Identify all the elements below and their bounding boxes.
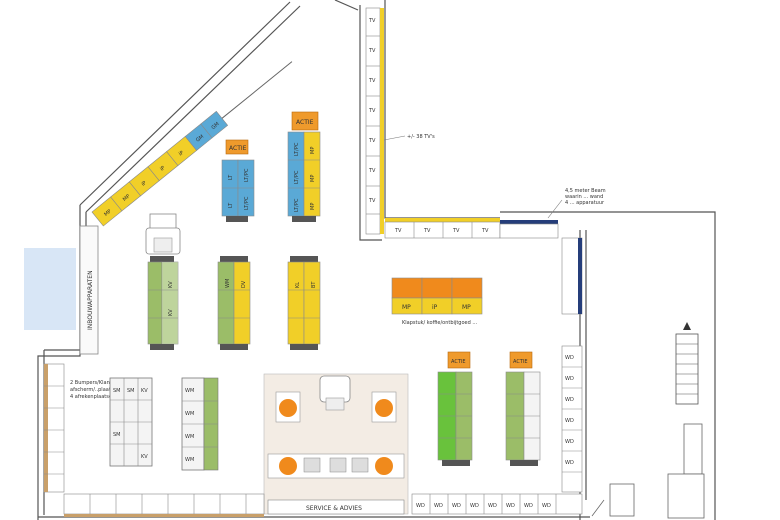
- g2-label-1: WM: [225, 279, 231, 288]
- sm-1: SM: [113, 388, 121, 394]
- g1-label-1: KV: [168, 281, 174, 288]
- diag-label-6: GM: [195, 134, 205, 144]
- diag-label-7: GM: [210, 121, 220, 131]
- green-gondola-2: WM DV: [217, 256, 251, 350]
- sm-2: SM: [127, 388, 135, 394]
- tv-label-7: TV: [368, 198, 376, 204]
- horizontal-tv-wall: TV TV TV TV: [384, 218, 583, 315]
- wd-bottom-5: WD: [488, 503, 497, 509]
- tv-label-4: TV: [368, 108, 376, 114]
- wd-col-5: WD: [565, 439, 574, 445]
- htv-label-4: TV: [481, 228, 489, 234]
- by-lt-1: LT/PC: [294, 142, 300, 156]
- htv-label-1: TV: [394, 228, 402, 234]
- blue-yellow-gondola: ACTIE LT/PC LT/PC LT/PC MP MP MP: [287, 111, 321, 222]
- by-lt-3: LT/PC: [294, 198, 300, 212]
- wm-1: WM: [185, 388, 194, 394]
- blue-lt-3: LT: [228, 202, 234, 208]
- htv-label-3: TV: [452, 228, 460, 234]
- tv-label-1: TV: [368, 18, 376, 24]
- wd-column: WD WD WD WD WD WD: [561, 345, 583, 493]
- bottom-right-fixtures: [591, 423, 705, 519]
- bottom-wall-shelf: WD WD WD WD WD WD WD WD: [63, 493, 583, 517]
- tv-note: +/- 38 TV's: [407, 134, 435, 140]
- orange-label-1: MP: [402, 304, 411, 311]
- blue-gondola: ACTIE LT LT/PC LT LT/PC: [221, 139, 255, 222]
- blue-lt-4: LT/PC: [244, 196, 250, 210]
- bright-green-gondola-1: ACTIE: [437, 351, 473, 466]
- beam-note-3: 4 ... apparatuur: [565, 200, 605, 206]
- wd-bottom-4: WD: [470, 503, 479, 509]
- sm-5: KV: [141, 454, 148, 460]
- tv-label-5: TV: [368, 138, 376, 144]
- diag-label-3: iP: [141, 180, 148, 187]
- beam-note-1: 4,5 meter Beam: [565, 188, 606, 194]
- actie-label-by: ACTIE: [296, 119, 314, 126]
- y-label-2: BT: [311, 281, 317, 288]
- tv-note-leader: [383, 135, 406, 141]
- checkout-note-3: 4 afrekenplaatsen: [70, 394, 115, 400]
- diag-label-1: MP: [103, 209, 112, 218]
- wd-bottom-8: WD: [542, 503, 551, 509]
- diag-label-5: iP: [178, 150, 185, 157]
- wd-bottom-7: WD: [524, 503, 533, 509]
- wd-col-3: WD: [565, 397, 574, 403]
- sm-block: SM SM KV SM KV: [109, 377, 153, 467]
- by-mp-2: MP: [310, 175, 316, 182]
- orange-label-2: iP: [432, 304, 438, 311]
- service-zone: SERVICE & ADVIES: [263, 373, 409, 515]
- wd-bottom-3: WD: [452, 503, 461, 509]
- tv-label-3: TV: [368, 78, 376, 84]
- actie-label-g2: ACTIE: [513, 359, 528, 365]
- tv-label-6: TV: [368, 168, 376, 174]
- front-note: Klapstuk/ koffie/ontbijtgoed ...: [402, 320, 478, 326]
- wm-3: WM: [185, 434, 194, 440]
- staircase: [675, 322, 699, 405]
- by-mp-1: MP: [310, 147, 316, 154]
- blue-lt-1: LT: [228, 174, 234, 180]
- y-label-1: KL: [295, 282, 301, 288]
- blue-lt-2: LT/PC: [244, 168, 250, 182]
- sm-4: SM: [113, 432, 121, 438]
- tv-wall: TV TV TV TV TV TV TV: [365, 7, 384, 235]
- wd-col-4: WD: [565, 418, 574, 424]
- service-label: SERVICE & ADVIES: [306, 505, 362, 512]
- by-lt-2: LT/PC: [294, 170, 300, 184]
- wd-col-1: WD: [565, 355, 574, 361]
- orange-label-3: MP: [462, 304, 471, 311]
- diagonal-shelf: MP MP iP iP iP GM GM: [91, 61, 293, 227]
- orange-shelf: MP iP MP: [391, 277, 483, 315]
- sm-3: KV: [141, 388, 148, 394]
- wm-block: WM WM WM WM: [181, 377, 219, 471]
- actie-label-g1: ACTIE: [451, 359, 466, 365]
- tv-label-2: TV: [368, 48, 376, 54]
- checkout-area: 2 Bumpers/Klantaan afscherm/..plaats 4 a…: [43, 363, 121, 493]
- g1-label-2: KV: [168, 309, 174, 316]
- wm-2: WM: [185, 411, 194, 417]
- beam-note-leader: [547, 199, 563, 219]
- by-mp-3: MP: [310, 203, 316, 210]
- htv-label-2: TV: [423, 228, 431, 234]
- diag-label-2: MP: [122, 193, 131, 202]
- chair-icon: [145, 213, 181, 255]
- wd-bottom-2: WD: [434, 503, 443, 509]
- green-gondola-1: KV KV: [147, 256, 179, 350]
- yellow-gondola: KL BT: [287, 256, 321, 350]
- wd-bottom-1: WD: [416, 503, 425, 509]
- g2-label-2: DV: [241, 280, 247, 288]
- actie-label-blue: ACTIE: [229, 145, 247, 152]
- wd-bottom-6: WD: [506, 503, 515, 509]
- wd-col-6: WD: [565, 460, 574, 466]
- left-wall-shelf: [79, 225, 99, 355]
- checkout-note-1: 2 Bumpers/Klantaan: [70, 380, 121, 386]
- beam-note-2: waarin ... wand: [565, 194, 603, 200]
- entrance-area: [24, 248, 76, 330]
- diag-label-4: iP: [159, 165, 166, 172]
- wd-col-2: WD: [565, 376, 574, 382]
- checkout-note-2: afscherm/..plaats: [70, 387, 114, 393]
- left-wall-label: INBOUWAPPARATEN: [87, 270, 94, 330]
- wm-4: WM: [185, 457, 194, 463]
- bright-green-gondola-2: ACTIE: [505, 351, 541, 466]
